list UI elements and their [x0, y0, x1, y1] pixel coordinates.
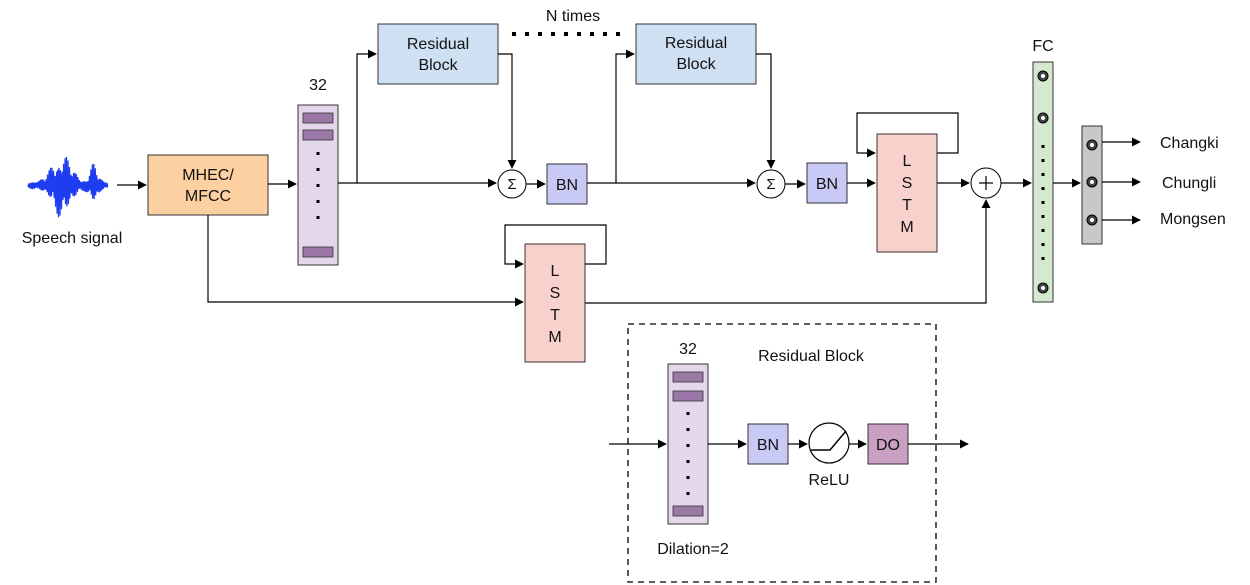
lstm-upper — [876, 133, 938, 253]
detail-bn-label: BN — [757, 437, 779, 454]
fc-layer — [1032, 61, 1054, 303]
conv-filter-bar — [302, 246, 334, 258]
residual-block-2-line1: Residual — [665, 35, 727, 52]
residual-block-2 — [635, 23, 757, 85]
connectors — [117, 49, 1141, 307]
fc-label: FC — [1032, 38, 1053, 55]
arrow-residual1-to-sum1 — [498, 53, 517, 169]
detail-conv-channels: 32 — [679, 341, 697, 358]
bn-label-2: BN — [816, 176, 838, 193]
arrow-feature-to-lower-lstm — [207, 215, 524, 307]
residual-block-2-line2: Block — [676, 56, 716, 73]
lstm-lower-letter: S — [550, 285, 561, 302]
lstm-lower-letter: T — [550, 307, 560, 324]
arrow-split-to-residual2 — [615, 49, 635, 183]
lstm-lower-letter: M — [548, 329, 561, 346]
output-label-mongsen: Mongsen — [1160, 211, 1226, 228]
conv-stack-channels: 32 — [309, 77, 327, 94]
output-label-changki: Changki — [1160, 135, 1219, 152]
lstm-upper-letter: S — [902, 175, 913, 192]
lstm-upper-letter: L — [903, 153, 912, 170]
conv-filter-bar — [302, 129, 334, 141]
arrow-residual2-to-sum2 — [756, 53, 776, 169]
relu-label: ReLU — [809, 472, 850, 489]
feature-label-line1: MHEC/ — [182, 167, 234, 184]
repeat-label: N times — [546, 8, 600, 25]
speech-waveform-icon — [27, 156, 109, 218]
residual-block-1-line1: Residual — [407, 36, 469, 53]
arrow-split-to-residual1 — [356, 49, 377, 183]
dropout-label: DO — [876, 437, 900, 454]
lstm-lower-letter: L — [551, 263, 560, 280]
relu-icon — [808, 422, 850, 464]
lstm-lower-recurrent-loop — [504, 224, 607, 269]
bn-label-1: BN — [556, 177, 578, 194]
residual-block-1-line2: Block — [418, 57, 458, 74]
feature-block — [147, 154, 269, 216]
arrow-lower-lstm-to-plus — [585, 199, 991, 304]
residual-block-1 — [377, 23, 499, 85]
dropout-block — [867, 423, 909, 465]
output-neuron — [1086, 214, 1098, 226]
feature-label-line2: MFCC — [185, 188, 231, 205]
residual-detail-frame — [627, 323, 937, 583]
lstm-upper-recurrent-loop — [856, 112, 959, 158]
conv-filter-bar — [672, 371, 704, 383]
lstm-lower — [524, 243, 586, 363]
lstm-upper-letter: T — [902, 197, 912, 214]
fc-neuron — [1037, 282, 1049, 294]
conv-filter-bar — [672, 390, 704, 402]
fc-neuron — [1037, 112, 1049, 124]
output-neuron — [1086, 176, 1098, 188]
bn-block-2 — [806, 162, 848, 204]
conv-filter-bar — [302, 112, 334, 124]
output-label-chungli: Chungli — [1162, 175, 1216, 192]
bn-block-1 — [546, 163, 588, 205]
sum-symbol-2: Σ — [766, 176, 775, 193]
conv-filter-bar — [672, 505, 704, 517]
input-label: Speech signal — [22, 230, 123, 247]
lstm-upper-letter: M — [900, 219, 913, 236]
sum-symbol-1: Σ — [507, 176, 516, 193]
dilation-label: Dilation=2 — [657, 541, 729, 558]
output-neuron — [1086, 139, 1098, 151]
residual-detail-title: Residual Block — [758, 348, 865, 365]
fc-neuron — [1037, 70, 1049, 82]
